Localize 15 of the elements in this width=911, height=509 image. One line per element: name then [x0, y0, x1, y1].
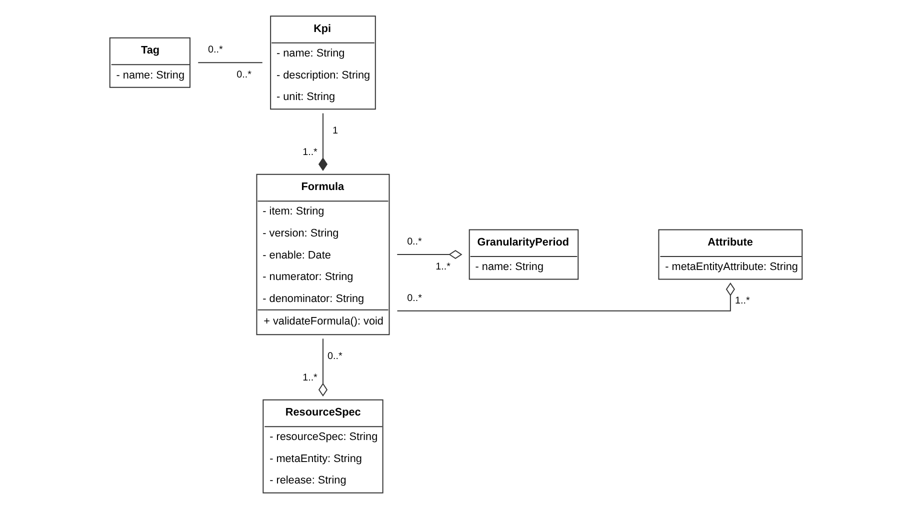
connector	[396, 250, 462, 260]
connector	[318, 112, 328, 172]
label: 1..*	[435, 261, 450, 272]
connector	[197, 62, 262, 64]
connector	[396, 282, 734, 312]
label: 0..*	[406, 292, 422, 304]
label: 0..*	[236, 70, 251, 81]
connector	[318, 338, 328, 397]
label: 0..*	[208, 44, 222, 56]
label: 1..*	[302, 372, 317, 384]
label: 1..*	[734, 296, 750, 307]
label: 1..*	[302, 146, 317, 158]
label: 1	[332, 126, 338, 137]
label: 0..*	[406, 236, 422, 248]
label: 0..*	[327, 350, 342, 362]
